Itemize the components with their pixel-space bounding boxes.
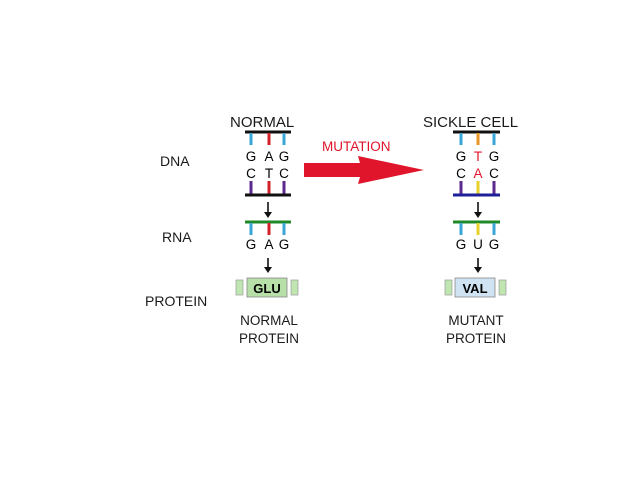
sickle-rna-base-3: G — [488, 237, 500, 252]
normal-dna-bottom-base-2: T — [264, 166, 274, 181]
normal-arrow-dna-rna-head — [264, 212, 272, 218]
sickle-rna-base-1: G — [455, 237, 467, 252]
row-label-dna: DNA — [160, 153, 190, 169]
normal-amino-acid-label: GLU — [253, 281, 281, 296]
sickle-dna-bottom-base-1: C — [456, 166, 466, 181]
row-label-rna: RNA — [162, 229, 192, 245]
mutant-caption: MUTANT PROTEIN — [431, 312, 521, 348]
sickle-dna-top-base-3: G — [488, 149, 500, 164]
normal-caption-line-1: NORMAL — [240, 313, 298, 328]
normal-caption-line-2: PROTEIN — [238, 331, 299, 346]
sickle-dna-bottom-base-2: A — [473, 166, 483, 181]
sickle-arrow-dna-rna-head — [474, 212, 482, 218]
sickle-amino-acid-label: VAL — [462, 281, 488, 296]
sickle-rna-base-2: U — [473, 237, 483, 252]
sickle-cell-header: SICKLE CELL — [423, 114, 519, 131]
mutant-caption-line-2: PROTEIN — [445, 331, 506, 346]
normal-rna-base-2: A — [264, 237, 274, 252]
sickle-dna-top-base-2: T — [473, 149, 483, 164]
normal-amino-acid-box — [246, 277, 288, 298]
sickle-amino-acid-box — [454, 277, 496, 298]
normal-rna-base-3: G — [278, 237, 290, 252]
sickle-arrow-rna-protein-head — [474, 267, 482, 273]
mutation-arrow — [304, 156, 424, 184]
normal-arrow-rna-protein-head — [264, 267, 272, 273]
normal-dna-top-base-3: G — [278, 149, 290, 164]
sickle-dna-bottom-base-3: C — [489, 166, 499, 181]
normal-dna-bottom-base-1: C — [246, 166, 256, 181]
mutant-caption-line-1: MUTANT — [448, 313, 504, 328]
normal-protein-left-block — [235, 279, 244, 296]
sickle-dna-top-base-1: G — [455, 149, 467, 164]
row-label-protein: PROTEIN — [145, 293, 208, 309]
normal-dna-bottom-base-3: C — [279, 166, 289, 181]
normal-caption: NORMAL PROTEIN — [224, 312, 314, 348]
mutation-label: MUTATION — [322, 139, 391, 154]
normal-protein-right-block — [290, 279, 299, 296]
normal-header: NORMAL — [230, 114, 295, 131]
normal-dna-top-base-2: A — [264, 149, 274, 164]
normal-dna-top-base-1: G — [245, 149, 257, 164]
sickle-protein-right-block — [498, 279, 507, 296]
sickle-protein-left-block — [444, 279, 453, 296]
normal-rna-base-1: G — [245, 237, 257, 252]
